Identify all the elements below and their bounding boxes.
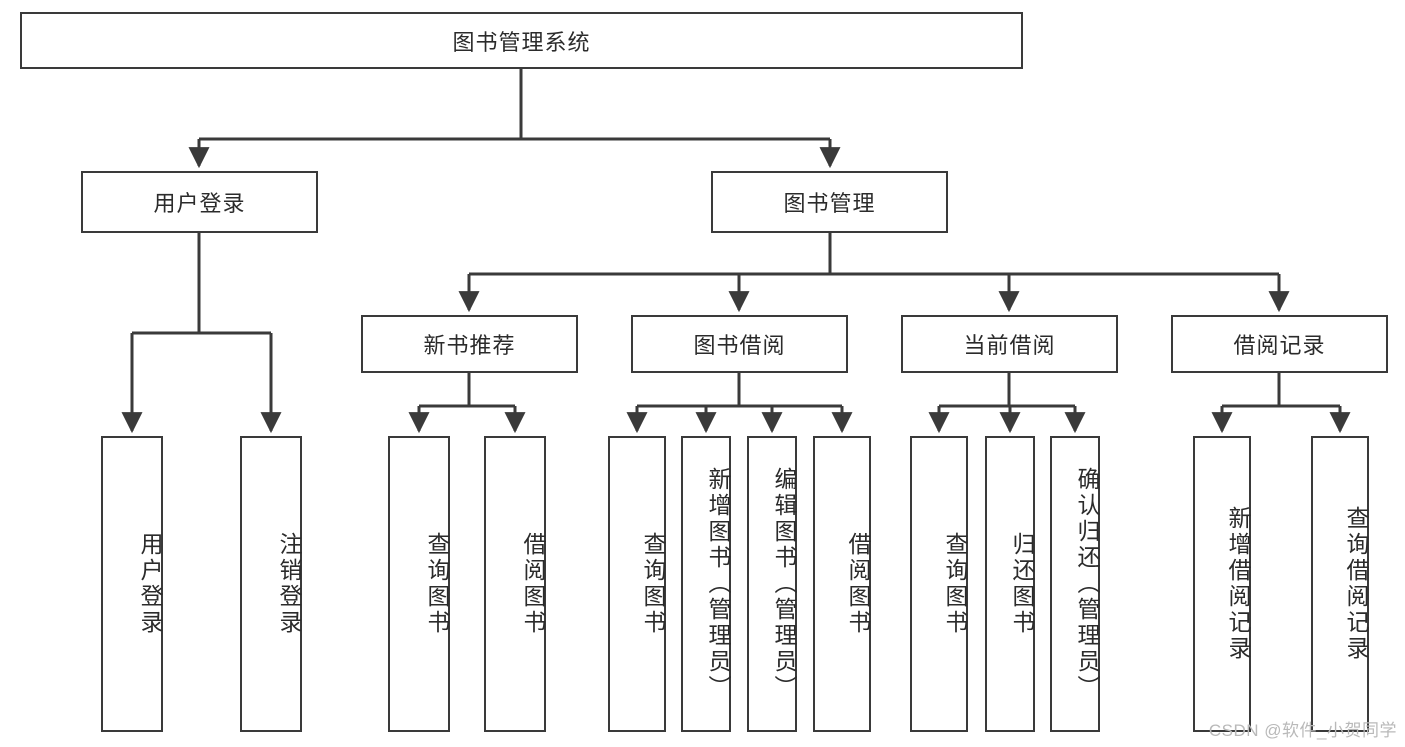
node-leaf-cb-return-book[interactable]: 归还图书 [985,436,1035,732]
node-current-borrow[interactable]: 当前借阅 [901,315,1118,373]
node-leaf-bb-add-book[interactable]: 新增图书（管理员） [681,436,731,732]
node-leaf-br-add-record[interactable]: 新增借阅记录 [1193,436,1251,732]
node-borrow-record-label: 借阅记录 [1233,333,1326,358]
node-book-manage[interactable]: 图书管理 [711,171,948,233]
node-leaf-cb-confirm-return-label: 确认归还（管理员） [1074,467,1100,701]
node-new-book-rec[interactable]: 新书推荐 [361,315,578,373]
node-leaf-user-login-label: 用户登录 [137,532,163,636]
node-user-login-label: 用户登录 [153,191,246,216]
node-leaf-user-login[interactable]: 用户登录 [101,436,163,732]
node-leaf-br-query-record-label: 查询借阅记录 [1343,506,1369,662]
node-leaf-cb-return-book-label: 归还图书 [1009,532,1035,636]
node-leaf-bb-query-book-label: 查询图书 [640,532,666,636]
node-current-borrow-label: 当前借阅 [963,333,1056,358]
node-user-login[interactable]: 用户登录 [81,171,318,233]
node-root[interactable]: 图书管理系统 [20,12,1023,69]
node-leaf-bb-add-book-label: 新增图书（管理员） [705,467,731,701]
node-borrow-record[interactable]: 借阅记录 [1171,315,1388,373]
node-leaf-rec-query-book-label: 查询图书 [424,532,450,636]
node-leaf-rec-borrow-book-label: 借阅图书 [520,532,546,636]
node-root-label: 图书管理系统 [452,29,591,55]
watermark: CSDN @软件_小贺同学 [1208,721,1397,740]
node-leaf-bb-edit-book-label: 编辑图书（管理员） [771,467,797,701]
node-leaf-br-query-record[interactable]: 查询借阅记录 [1311,436,1369,732]
node-leaf-rec-query-book[interactable]: 查询图书 [388,436,450,732]
node-leaf-bb-edit-book[interactable]: 编辑图书（管理员） [747,436,797,732]
node-book-borrow-label: 图书借阅 [693,333,786,358]
node-new-book-rec-label: 新书推荐 [423,333,516,358]
node-leaf-cb-confirm-return[interactable]: 确认归还（管理员） [1050,436,1100,732]
node-leaf-user-logout[interactable]: 注销登录 [240,436,302,732]
node-leaf-cb-query-book-label: 查询图书 [942,532,968,636]
node-book-borrow[interactable]: 图书借阅 [631,315,848,373]
node-leaf-bb-borrow-book[interactable]: 借阅图书 [813,436,871,732]
node-leaf-cb-query-book[interactable]: 查询图书 [910,436,968,732]
node-leaf-user-logout-label: 注销登录 [276,532,302,636]
node-leaf-rec-borrow-book[interactable]: 借阅图书 [484,436,546,732]
node-leaf-br-add-record-label: 新增借阅记录 [1225,506,1251,662]
node-book-manage-label: 图书管理 [783,191,876,216]
node-leaf-bb-query-book[interactable]: 查询图书 [608,436,666,732]
node-leaf-bb-borrow-book-label: 借阅图书 [845,532,871,636]
